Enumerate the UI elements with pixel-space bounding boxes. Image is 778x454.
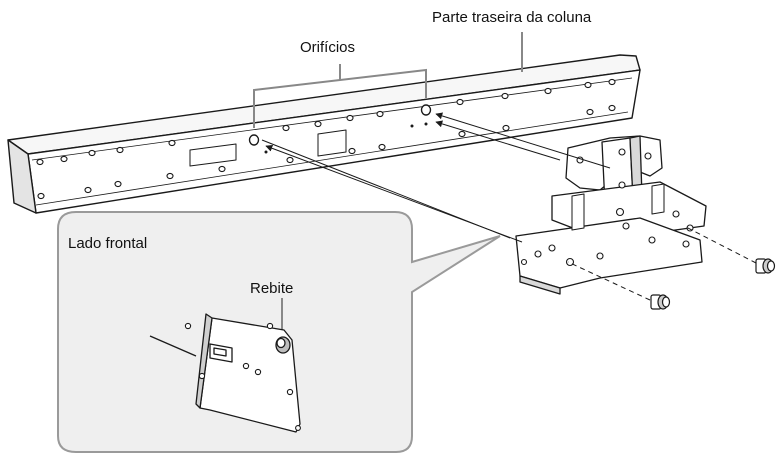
front-plate-edge bbox=[195, 313, 213, 409]
holes-leader bbox=[253, 64, 427, 128]
label-speaker-back: Parte traseira da coluna bbox=[432, 9, 592, 26]
bracket-slot-1 bbox=[571, 193, 585, 231]
hole-left bbox=[248, 134, 260, 146]
speaker-bar-groove bbox=[31, 77, 633, 206]
screw-icon bbox=[650, 258, 776, 310]
bracket-lower-edge bbox=[519, 275, 561, 295]
speaker-bar bbox=[7, 54, 641, 214]
guide-line-left-2 bbox=[261, 139, 511, 239]
guide-line-right-2 bbox=[435, 120, 561, 161]
front-plate-line bbox=[149, 335, 197, 357]
guide-line-right bbox=[435, 112, 611, 169]
rivet-icon bbox=[275, 336, 291, 354]
speaker-bar-recess-1 bbox=[189, 143, 237, 167]
guide-lines bbox=[261, 112, 757, 301]
label-front-side: Lado frontal bbox=[68, 235, 147, 252]
screw-right bbox=[755, 258, 776, 274]
label-rivet: Rebite bbox=[250, 280, 293, 297]
front-plate-slot-inner bbox=[213, 347, 227, 357]
guide-line-screw-bottom bbox=[567, 261, 651, 301]
front-plate bbox=[149, 313, 301, 433]
screw-bottom bbox=[650, 294, 671, 310]
speaker-bar-end-cap bbox=[7, 139, 37, 214]
bracket bbox=[515, 135, 707, 295]
guide-line-screw-right bbox=[683, 225, 757, 264]
speaker-bar-recess-2 bbox=[317, 129, 347, 157]
front-plate-holes bbox=[184, 322, 301, 431]
label-holes: Orifícios bbox=[300, 39, 355, 56]
hole-icon bbox=[248, 104, 432, 146]
bracket-slot-2 bbox=[651, 183, 665, 215]
hole-right bbox=[420, 104, 432, 116]
speaker-bar-dots bbox=[36, 78, 616, 200]
